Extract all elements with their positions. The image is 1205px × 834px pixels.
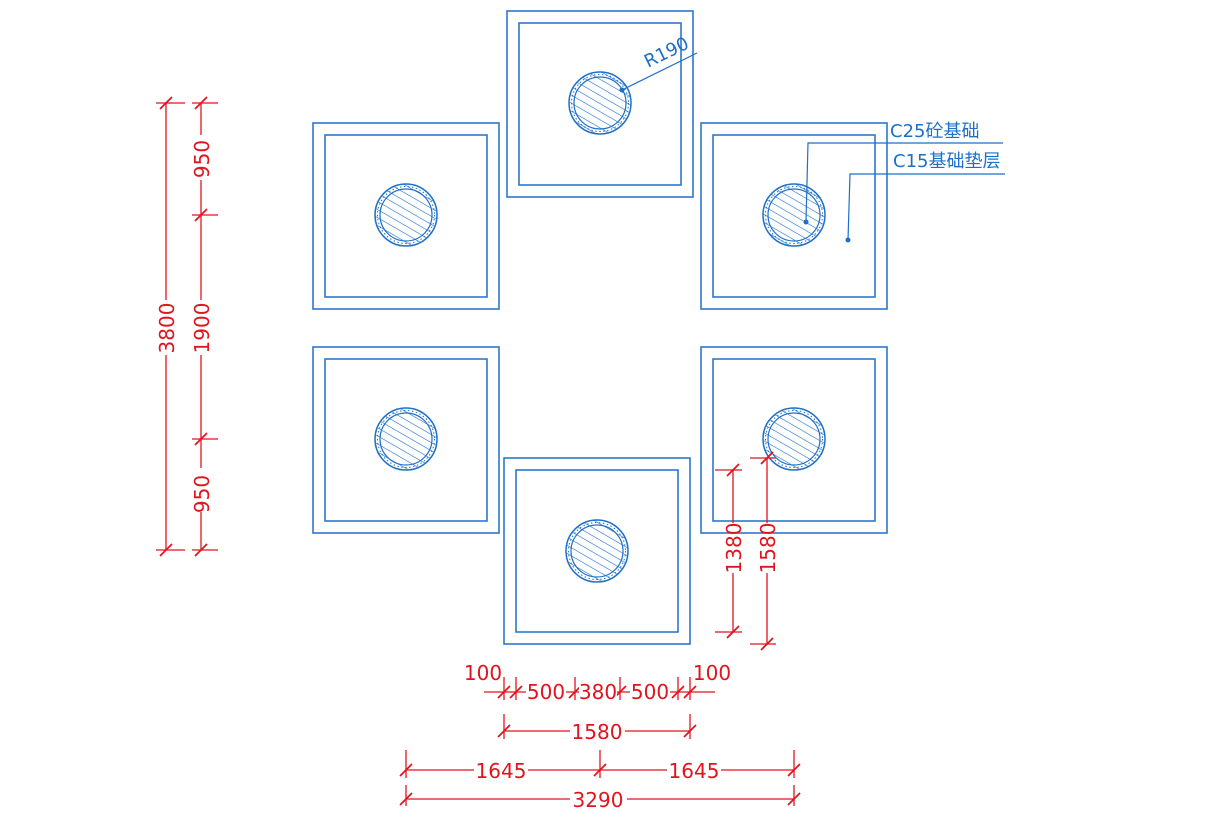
dimension-total-width: 3290 <box>399 785 801 812</box>
dim-inner-side-label: 1380 <box>722 523 746 574</box>
dimension-segments-height: 950 1900 950 <box>190 96 218 557</box>
c15-annotation: C15基础垫层 <box>845 151 1005 243</box>
dim-seg-top-label: 950 <box>190 140 214 178</box>
dimension-total-height: 3800 <box>155 96 185 557</box>
dim-seg-bottom-label: 950 <box>190 475 214 513</box>
pile-upper-left <box>374 183 438 247</box>
dim-part-right-label: 500 <box>631 680 669 704</box>
c25-annotation: C25砼基础 <box>803 121 1003 225</box>
pile-lower-right <box>762 407 826 471</box>
dim-total-height-label: 3800 <box>155 303 179 354</box>
radius-annotation: R190 <box>619 33 698 93</box>
foundation-pad-bottom <box>503 457 691 645</box>
dim-outer-side-label: 1580 <box>756 523 780 574</box>
c25-label: C25砼基础 <box>890 121 979 142</box>
dim-half-left-label: 1645 <box>476 759 527 783</box>
dimension-outer-width: 1580 <box>497 714 697 744</box>
dim-seg-mid-label: 1900 <box>190 303 214 354</box>
dim-edge-left-label: 100 <box>464 661 502 685</box>
foundation-pad-lower-left <box>312 346 500 534</box>
dimension-outer-side: 1580 <box>750 451 780 651</box>
pile-upper-right <box>762 183 826 247</box>
pile-lower-left <box>374 407 438 471</box>
radius-label: R190 <box>641 33 692 72</box>
dim-half-right-label: 1645 <box>669 759 720 783</box>
dimension-inner-side: 1380 <box>715 463 746 639</box>
dim-total-width-label: 3290 <box>573 788 624 812</box>
pile-bottom <box>565 519 629 583</box>
foundation-pad-upper-left <box>312 122 500 310</box>
pile-top <box>568 71 632 135</box>
dim-edge-right-label: 100 <box>693 661 731 685</box>
dim-outer-width-label: 1580 <box>572 720 623 744</box>
foundation-pad-lower-right <box>700 346 888 534</box>
foundation-pad-upper-right <box>700 122 888 310</box>
c15-label: C15基础垫层 <box>893 151 1000 172</box>
dimension-parts-row: 100 500 380 500 100 <box>464 661 731 704</box>
dimension-half-widths: 1645 1645 <box>399 750 801 783</box>
dim-part-mid-label: 380 <box>579 680 617 704</box>
dim-part-left-label: 500 <box>527 680 565 704</box>
foundation-pad-top <box>506 10 694 198</box>
